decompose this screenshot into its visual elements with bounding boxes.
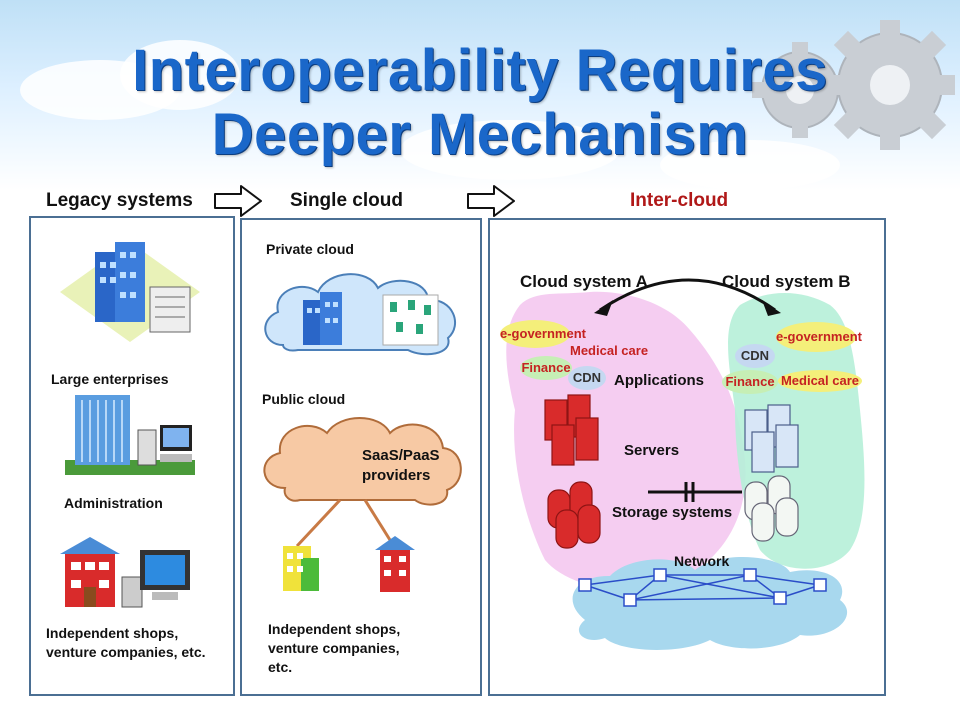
cdn-b-badge: CDN — [735, 344, 775, 368]
applications-label: Applications — [614, 372, 705, 389]
administration-label: Administration — [64, 495, 163, 511]
shop-computer-icon — [60, 537, 190, 608]
single-independent-label: Independent shops, venture companies, et… — [268, 621, 401, 675]
legacy-independent-label: Independent shops, venture companies, et… — [46, 625, 206, 660]
cloud-system-b-label: Cloud system B — [722, 272, 851, 291]
enterprise-building-icon — [60, 242, 200, 342]
title-line-2: Deeper Mechanism — [211, 102, 749, 167]
arrow-right-icon — [214, 185, 262, 217]
servers-label: Servers — [624, 442, 680, 459]
stage-inter-label: Inter-cloud — [630, 190, 729, 211]
stage-single-label: Single cloud — [290, 190, 403, 211]
large-enterprises-label: Large enterprises — [51, 371, 169, 387]
cdn-a-badge: CDN — [568, 366, 606, 390]
inter-cloud-diagram — [506, 278, 865, 650]
public-cloud-icon — [263, 417, 462, 592]
storage-label: Storage systems — [612, 504, 733, 521]
cloud-system-a-label: Cloud system A — [520, 272, 648, 291]
finance-a-badge: Finance — [520, 356, 572, 380]
title-line-1: Interoperability Requires — [132, 38, 828, 103]
finance-b-badge: Finance — [722, 370, 778, 394]
stage-legacy-label: Legacy systems — [46, 190, 193, 211]
network-label: Network — [674, 553, 730, 569]
private-cloud-label: Private cloud — [266, 241, 354, 257]
egov-b-badge: e-government — [776, 322, 862, 352]
egov-a-badge: e-government — [500, 320, 586, 348]
gears-icon — [752, 20, 955, 150]
private-cloud-icon — [264, 273, 457, 356]
administration-building-icon — [65, 395, 195, 475]
medical-b-badge: Medical care — [778, 370, 862, 392]
public-cloud-label: Public cloud — [262, 391, 346, 407]
medical-a-badge: Medical care — [570, 343, 649, 358]
providers-label: SaaS/PaaS providers — [362, 447, 440, 485]
arrow-right-icon — [467, 185, 515, 217]
